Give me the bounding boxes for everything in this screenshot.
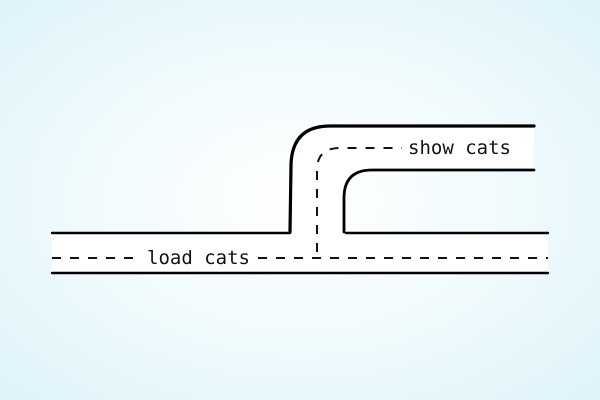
branch-road-inner-edge [342,168,536,234]
branch-road-outer-edge [288,124,536,234]
main-road-label: load cats [147,247,250,269]
main-road-surface [52,233,548,273]
branch-road-label: show cats [408,137,511,159]
branch-road-surface [292,126,534,233]
